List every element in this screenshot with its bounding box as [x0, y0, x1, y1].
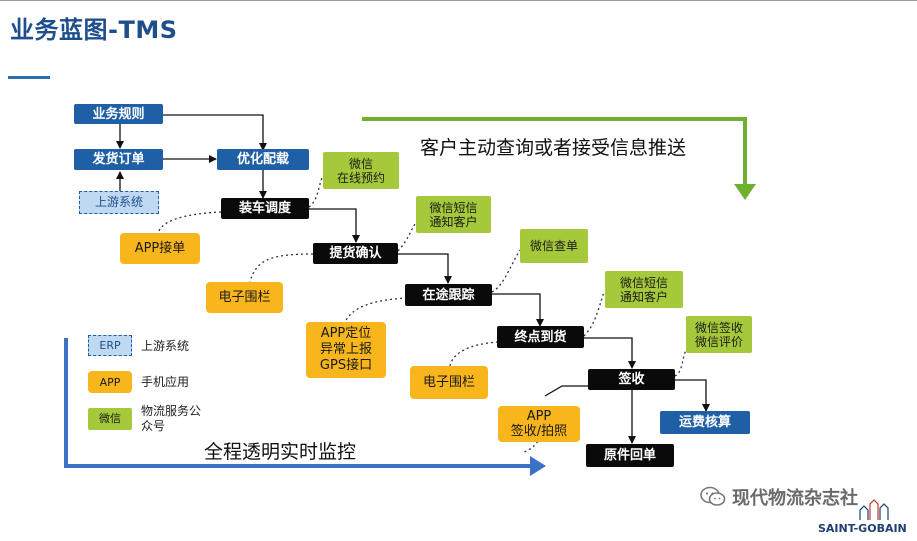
wechat-icon	[700, 486, 726, 506]
ship-order-box: 发货订单	[74, 149, 163, 170]
optimize-box: 优化配载	[217, 149, 309, 170]
watermark: 现代物流杂志社	[700, 484, 858, 510]
top-banner-text: 客户主动查询或者接受信息推送	[420, 137, 687, 159]
legend-app-swatch: APP	[88, 371, 132, 393]
app-locate-callout: APP定位 异常上报 GPS接口	[306, 322, 386, 378]
business-rules-box: 业务规则	[74, 104, 163, 124]
terminal-arrival-box: 终点到货	[497, 326, 584, 348]
page-title: 业务蓝图-TMS	[10, 16, 178, 44]
wechat-booking-callout: 微信 在线预约	[323, 152, 399, 189]
sign-box: 签收	[588, 369, 675, 390]
app-order-callout: APP接单	[120, 233, 200, 264]
wechat-query-callout: 微信查单	[520, 229, 588, 263]
brand-logo-icon	[859, 499, 889, 520]
freight-calc-box: 运费核算	[660, 411, 750, 434]
bottom-banner-text: 全程透明实时监控	[204, 441, 357, 463]
legend-wechat-label: 物流服务公众号	[141, 404, 202, 433]
green-banner-arrow	[362, 117, 747, 186]
upstream-system-box: 上游系统	[79, 191, 159, 214]
legend-wechat-swatch: 微信	[88, 408, 132, 430]
loading-dispatch-box: 装车调度	[221, 198, 309, 219]
legend-app-label: 手机应用	[141, 375, 190, 389]
top-divider	[0, 0, 917, 1]
app-sign-callout: APP 签收/拍照	[498, 406, 580, 442]
legend-erp-swatch: ERP	[88, 335, 132, 356]
geofence-callout-2: 电子围栏	[410, 366, 488, 399]
geofence-callout-1: 电子围栏	[206, 282, 283, 313]
wechat-sms-callout-2: 微信短信 通知客户	[605, 271, 683, 308]
wechat-sms-callout-1: 微信短信 通知客户	[416, 196, 491, 233]
blue-banner-arrow	[64, 338, 532, 468]
original-receipt-box: 原件回单	[586, 444, 674, 467]
pickup-confirm-box: 提货确认	[313, 243, 398, 264]
in-transit-box: 在途跟踪	[405, 284, 492, 306]
legend-erp-label: 上游系统	[141, 339, 190, 353]
title-underline	[8, 76, 50, 79]
wechat-sign-callout: 微信签收 微信评价	[686, 316, 752, 353]
watermark-text: 现代物流杂志社	[732, 488, 858, 509]
brand-name: SAINT-GOBAIN	[818, 522, 907, 535]
